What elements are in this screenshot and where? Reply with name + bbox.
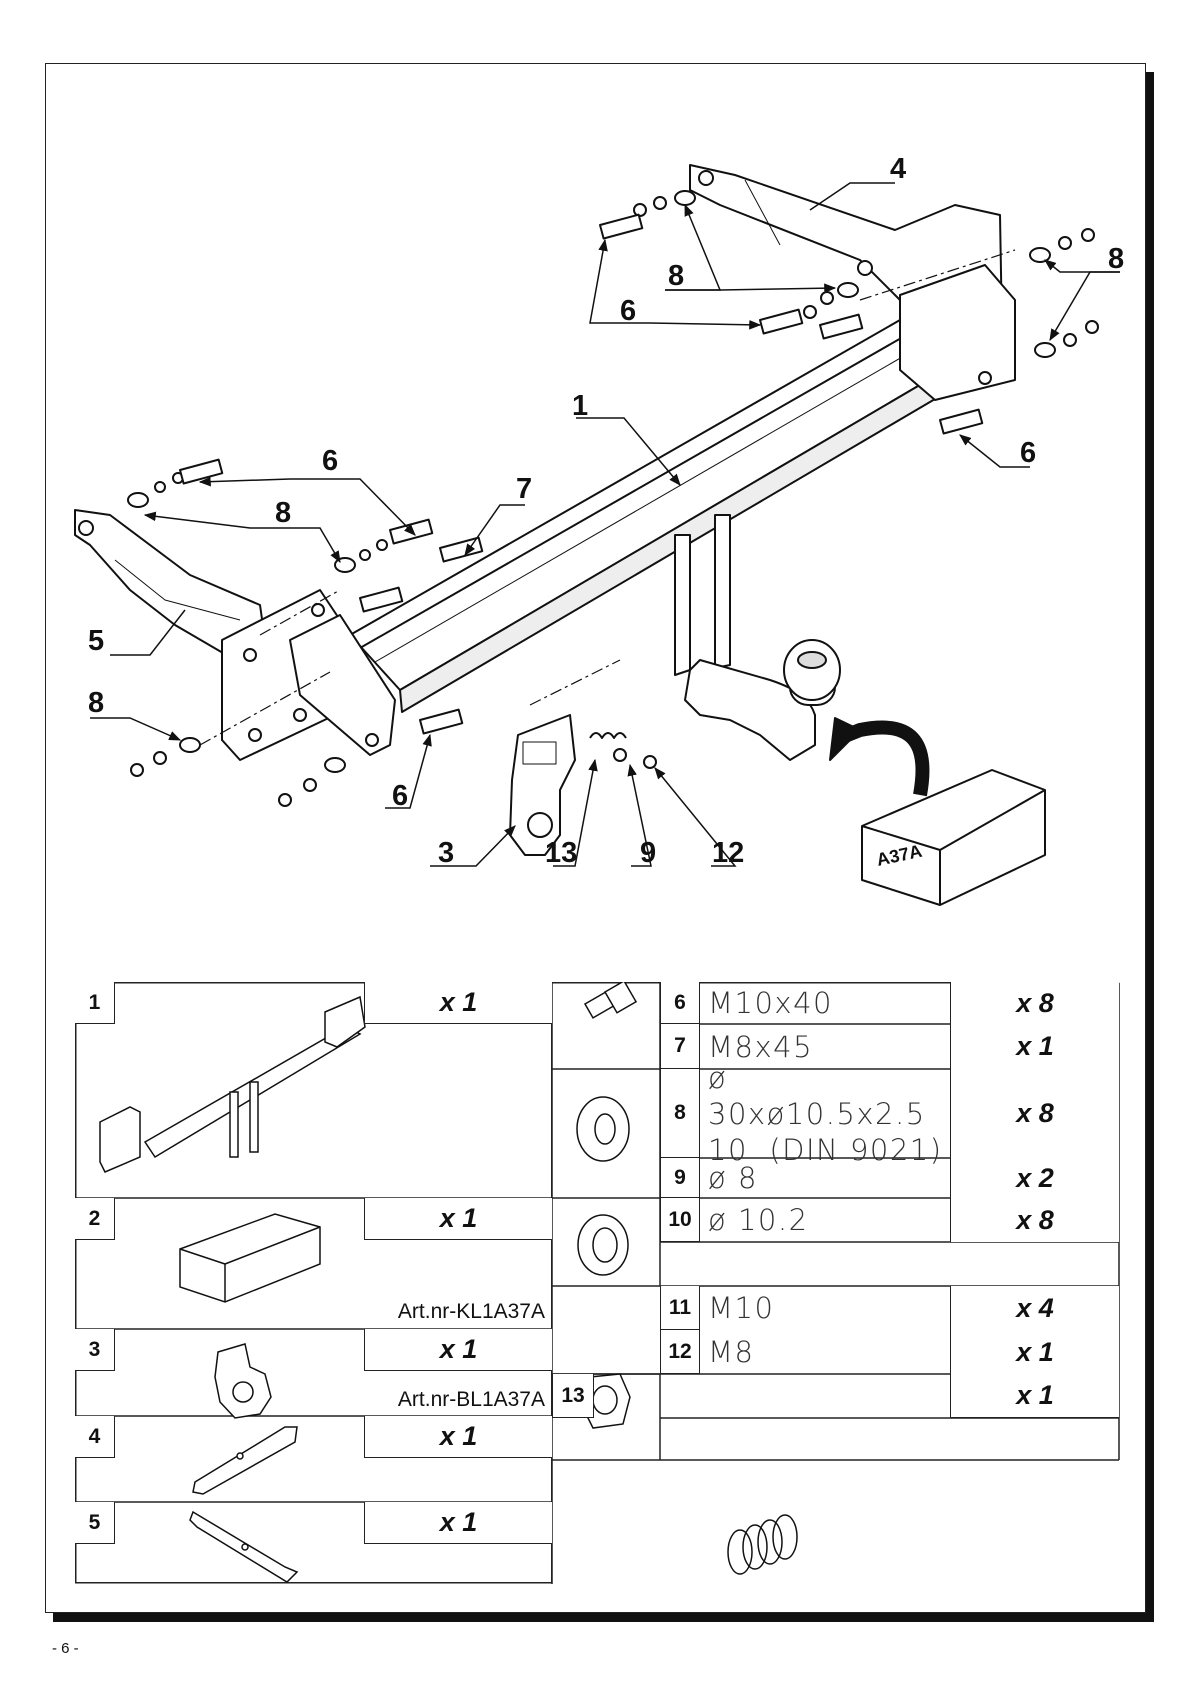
spec-text-12: M8: [708, 1335, 755, 1369]
callout-part-6-top: 6: [620, 295, 636, 327]
callout-part-6-bottom: 6: [392, 780, 408, 812]
callout-part-8-top: 8: [668, 260, 684, 292]
thumb-spring: [727, 1514, 798, 1575]
spec-text-10: ø 10.2: [708, 1203, 809, 1237]
qty-part-6: x 8: [950, 982, 1119, 1024]
part-number-6: 6: [660, 982, 700, 1024]
qty-part-11: x 4: [950, 1286, 1119, 1330]
thumb-box: [179, 1213, 321, 1303]
socket-plate: [509, 714, 576, 856]
part-number-4: 4: [75, 1416, 115, 1458]
art-number-bl: Art.nr-BL1A37A: [397, 1388, 545, 1411]
qty-part-5: x 1: [364, 1502, 552, 1544]
parts-table-grid: [75, 982, 1120, 1584]
callout-part-5: 5: [88, 625, 104, 657]
spec-text-8-line2: 10 (DIN 9021): [708, 1132, 943, 1167]
callout-part-13: 13: [545, 837, 577, 869]
part-number-12: 12: [660, 1330, 700, 1374]
thumb-bracket-5: [189, 1510, 299, 1583]
spec-part-7: M8x45: [700, 1024, 950, 1069]
part-number-11: 11: [660, 1286, 700, 1330]
part-number-5: 5: [75, 1502, 115, 1544]
part-number-9: 9: [660, 1158, 700, 1198]
spec-part-12: M8: [700, 1330, 950, 1374]
page-number: - 6 -: [52, 1640, 79, 1657]
parts-table: 1 x 1 2 x 1 Art.nr-KL1A37A 3 x 1 Art.nr-…: [75, 982, 1120, 1584]
callout-part-8-bottom: 8: [88, 687, 104, 719]
spec-part-11: M10: [700, 1286, 950, 1330]
thumb-crossbar: [99, 995, 366, 1173]
callout-part-8-right: 8: [1108, 243, 1124, 275]
callout-part-6-left: 6: [322, 445, 338, 477]
part-number-2: 2: [75, 1198, 115, 1240]
callout-part-6-right: 6: [1020, 437, 1036, 469]
qty-part-13: x 1: [950, 1374, 1119, 1418]
callout-part-4: 4: [890, 153, 906, 185]
callout-part-3: 3: [438, 837, 454, 869]
spec-part-8: ø 30xø10.5x2.5 10 (DIN 9021): [700, 1061, 950, 1167]
part-number-13: 13: [552, 1374, 594, 1418]
spec-text-7: M8x45: [708, 1029, 814, 1064]
callout-part-7: 7: [516, 473, 532, 505]
callout-part-8-left: 8: [275, 497, 291, 529]
thumb-lock-washer: [577, 1214, 629, 1276]
qty-part-2: x 1: [364, 1198, 552, 1240]
spec-text-8-line1: ø 30xø10.5x2.5: [708, 1060, 926, 1131]
spec-part-10: ø 10.2: [700, 1198, 950, 1242]
thumb-bolt: [583, 982, 638, 1019]
tow-ball-neck: [674, 514, 841, 761]
axis-lines: [199, 249, 1016, 746]
mount-plate-right: [899, 264, 1016, 401]
part-number-8: 8: [660, 1069, 700, 1158]
part-number-3: 3: [75, 1329, 115, 1371]
qty-part-7: x 1: [950, 1024, 1119, 1069]
part-number-10: 10: [660, 1198, 700, 1242]
qty-part-10: x 8: [950, 1198, 1119, 1242]
callout-part-1: 1: [572, 390, 588, 422]
qty-part-8: x 8: [950, 1069, 1119, 1158]
qty-part-1: x 1: [364, 982, 552, 1024]
qty-part-4: x 1: [364, 1416, 552, 1458]
callout-part-9: 9: [640, 837, 656, 869]
spec-part-9: ø 8: [700, 1158, 950, 1198]
qty-part-9: x 2: [950, 1158, 1119, 1198]
spec-text-6: M10x40: [708, 986, 833, 1020]
insert-arrow: [837, 720, 930, 797]
spec-text-9: ø 8: [708, 1161, 758, 1195]
art-number-kl: Art.nr-KL1A37A: [397, 1300, 545, 1323]
qty-part-12: x 1: [950, 1330, 1119, 1374]
spec-text-11: M10: [708, 1291, 775, 1325]
qty-part-3: x 1: [364, 1329, 552, 1371]
spring: [589, 732, 627, 739]
ball-cover-box: [861, 769, 1046, 906]
spec-part-6: M10x40: [700, 982, 950, 1024]
callout-part-12: 12: [712, 837, 744, 869]
thumb-socket-plate: [214, 1343, 272, 1419]
inner-bracket-left: [289, 614, 396, 756]
thumb-bracket-4: [192, 1426, 298, 1495]
crossbar-tube: [349, 319, 1011, 713]
part-number-7: 7: [660, 1024, 700, 1069]
thumb-washer: [576, 1096, 630, 1162]
part-number-1: 1: [75, 982, 115, 1024]
bolts: [178, 213, 984, 735]
